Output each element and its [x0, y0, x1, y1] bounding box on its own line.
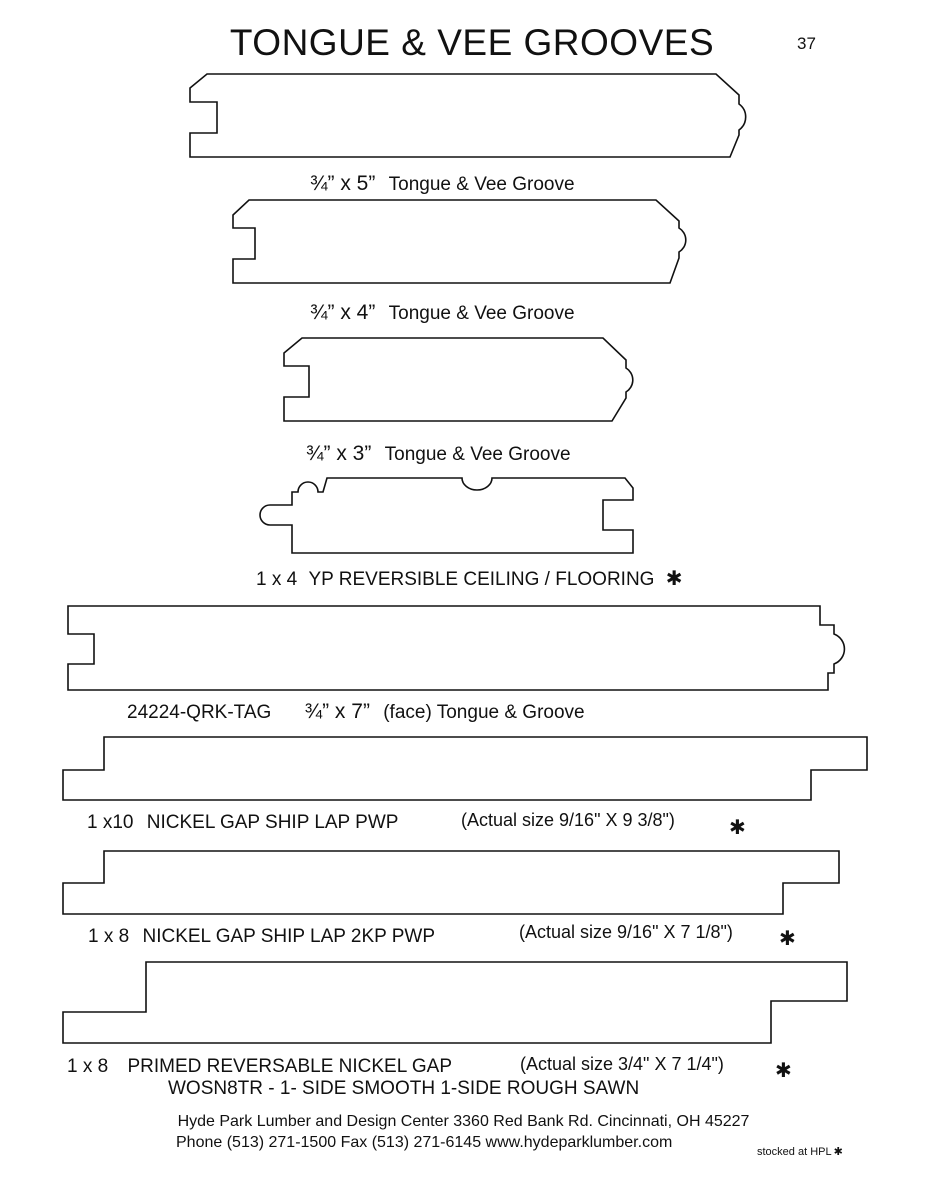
profile-drawing-1x8-nickel-gap-2kp: [62, 850, 840, 915]
description-text: (face) Tongue & Groove: [383, 702, 585, 723]
description-text: PRIMED REVERSABLE NICKEL GAP: [127, 1056, 452, 1077]
profile-drawing-3-4x5: [189, 73, 747, 158]
size-text: ¾” x 7”: [304, 700, 370, 723]
actual-size-1x8-primed: (Actual size 3/4" X 7 1/4"): [520, 1054, 724, 1074]
stocked-note-text: stocked at HPL: [757, 1146, 832, 1158]
product-code: 24224-QRK-TAG: [127, 702, 272, 723]
actual-size-1x8-2kp: (Actual size 9/16" X 7 1/8"): [519, 922, 733, 942]
page-title: TONGUE & VEE GROOVES: [229, 22, 715, 63]
description-text: NICKEL GAP SHIP LAP 2KP PWP: [142, 926, 436, 947]
profile-label-1x8-nickel-gap-2kp: 1 x 8 NICKEL GAP SHIP LAP 2KP PWP: [88, 926, 435, 948]
profile-label-3-4x5: ¾” x 5” Tongue & Vee Groove: [310, 172, 575, 196]
profile-drawing-3-4x3: [283, 337, 634, 422]
size-text: ¾” x 3”: [306, 442, 372, 465]
size-text: ¾” x 4”: [310, 301, 376, 324]
size-text: 1 x10: [87, 812, 134, 833]
profile-label-1x8-primed-reversable: 1 x 8 PRIMED REVERSABLE NICKEL GAP: [67, 1056, 452, 1078]
stocked-note: stocked at HPL✱: [757, 1145, 843, 1158]
footer-contact: Phone (513) 271-1500 Fax (513) 271-6145 …: [176, 1134, 673, 1151]
profile-drawing-3-4x4: [232, 199, 687, 284]
profile-drawing-1x4-yp-reversible: [259, 477, 634, 554]
description-text: Tongue & Vee Groove: [388, 174, 575, 195]
actual-size-1x10: (Actual size 9/16" X 9 3/8"): [461, 810, 675, 830]
description-text: Tongue & Vee Groove: [384, 444, 571, 465]
profile-label-1x10-nickel-gap: 1 x10 NICKEL GAP SHIP LAP PWP: [87, 812, 398, 834]
description-text: YP REVERSIBLE CEILING / FLOORING: [308, 569, 655, 590]
stocked-star-icon: ✱: [729, 817, 746, 839]
profile-drawing-1x8-primed-reversable: [62, 961, 848, 1044]
description-text: Tongue & Vee Groove: [388, 303, 575, 324]
profile-detail-1x8-primed: WOSN8TR - 1- SIDE SMOOTH 1-SIDE ROUGH SA…: [168, 1078, 640, 1099]
size-text: 1 x 8: [88, 926, 130, 947]
stocked-star-icon: ✱: [833, 1146, 843, 1158]
size-text: 1 x 4: [256, 569, 298, 590]
profile-label-24224-qrk-tag: 24224-QRK-TAG ¾” x 7” (face) Tongue & Gr…: [127, 700, 585, 724]
size-text: 1 x 8: [67, 1056, 109, 1077]
stocked-star-icon: ✱: [779, 928, 796, 950]
profile-drawing-24224-qrk-tag: [67, 605, 846, 691]
page-number: 37: [797, 34, 816, 53]
profile-label-3-4x4: ¾” x 4” Tongue & Vee Groove: [310, 301, 575, 325]
stocked-star-icon: ✱: [665, 568, 683, 590]
stocked-star-icon: ✱: [775, 1060, 792, 1082]
profile-label-3-4x3: ¾” x 3” Tongue & Vee Groove: [306, 442, 571, 466]
size-text: ¾” x 5”: [310, 172, 376, 195]
footer-address: Hyde Park Lumber and Design Center 3360 …: [177, 1113, 750, 1130]
profile-label-1x4-yp-reversible: 1 x 4 YP REVERSIBLE CEILING / FLOORING ✱: [256, 566, 683, 591]
description-text: NICKEL GAP SHIP LAP PWP: [146, 812, 399, 833]
profile-drawing-1x10-nickel-gap: [62, 736, 868, 801]
